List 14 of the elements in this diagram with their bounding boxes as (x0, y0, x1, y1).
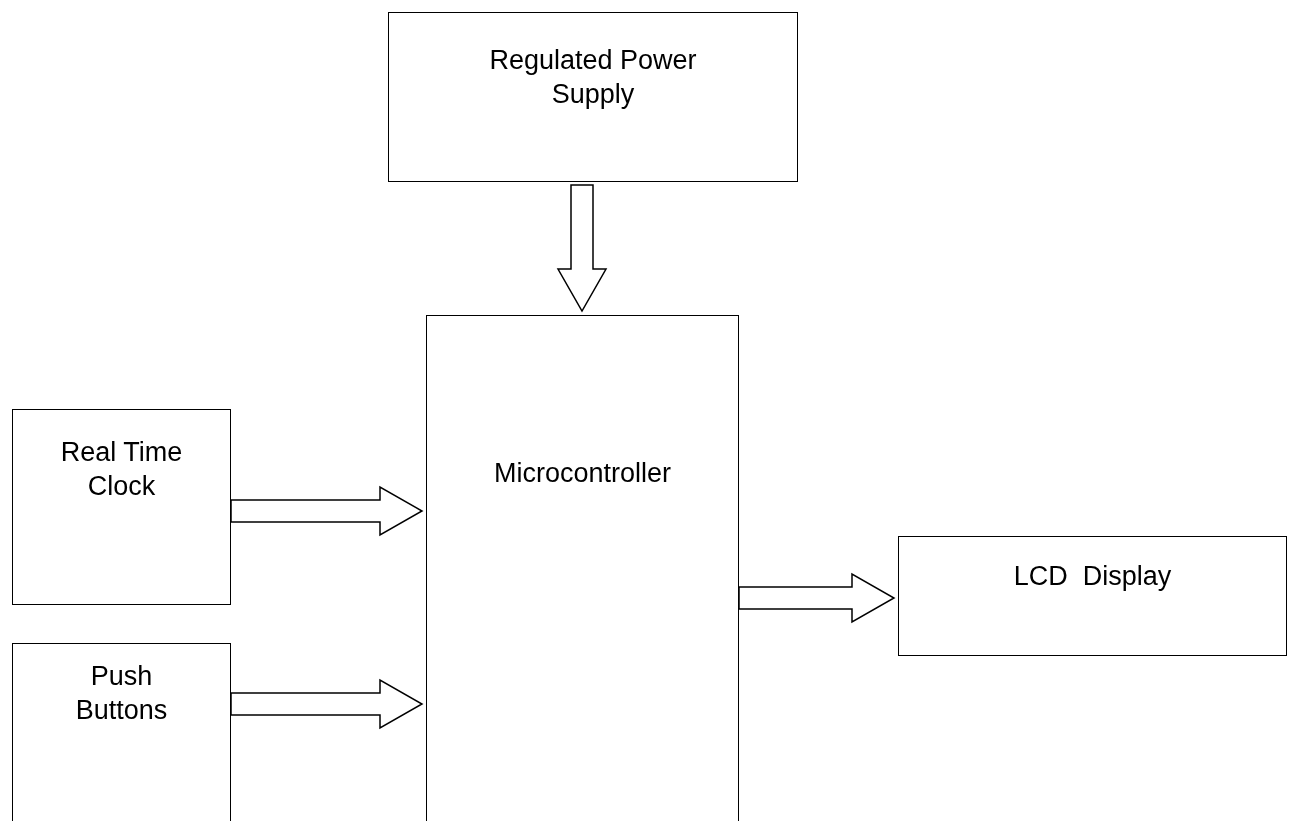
block-label: Push Buttons (74, 660, 169, 727)
block-arrow (230, 678, 424, 730)
block-arrow (230, 485, 424, 537)
block-box (898, 536, 1287, 656)
block-label: Microcontroller (492, 457, 672, 490)
block-label: Real Time Clock (59, 436, 184, 503)
block-label: LCD Display (1012, 560, 1173, 593)
block-box (388, 12, 798, 182)
block-label: Regulated Power Supply (488, 44, 698, 111)
block-box (12, 409, 231, 605)
block-arrow (738, 572, 896, 624)
block-arrow (556, 184, 608, 313)
block-box (12, 643, 231, 821)
block-box (426, 315, 739, 821)
